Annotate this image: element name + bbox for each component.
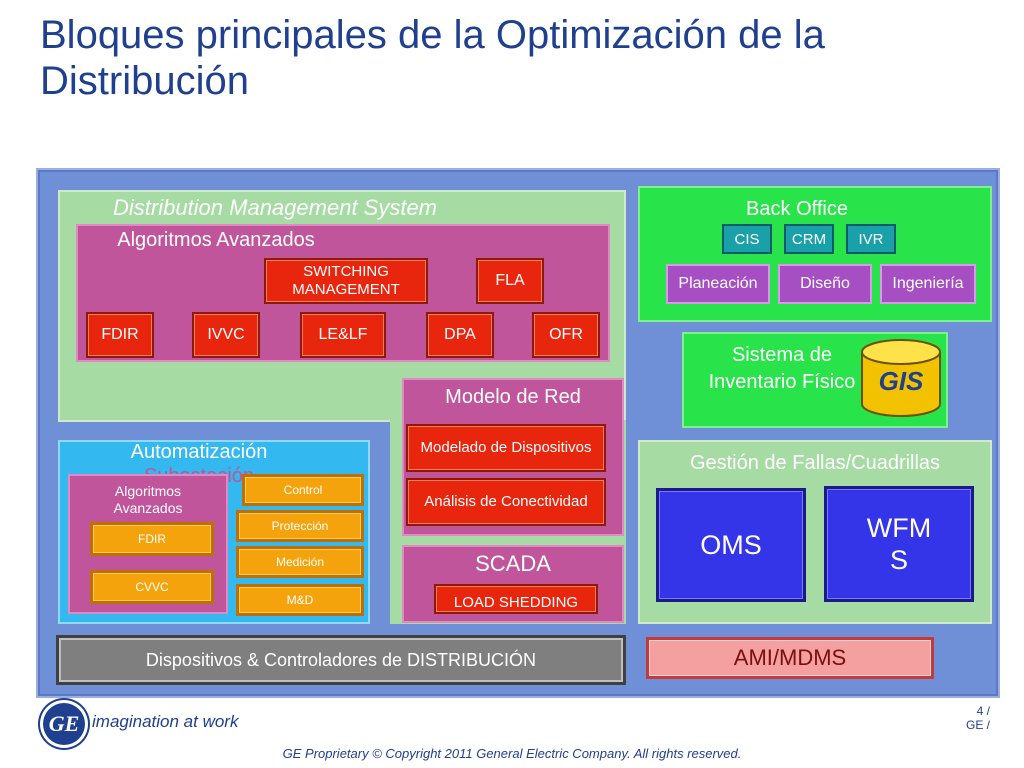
cvvc-box: CVVC (90, 570, 214, 604)
lelf-box: LE&LF (300, 312, 386, 358)
modelo-de-red-label: Modelo de Red (445, 386, 581, 408)
dms-label: Distribution Management System (112, 195, 438, 220)
dpa-box: DPA (426, 312, 494, 358)
ivvc-box: IVVC (192, 312, 260, 358)
planeacion-box: Planeación (666, 264, 770, 304)
fdir-sub-box: FDIR (90, 522, 214, 556)
page-number: 4 / GE / (930, 704, 990, 732)
algoritmos-avanzados-sub-label: Algoritmos Avanzados (113, 483, 183, 516)
analisis-conectividad-box: Análisis de Conectividad (406, 478, 606, 526)
fdir-box: FDIR (86, 312, 154, 358)
ge-logo: GE (40, 700, 88, 748)
automatizacion-label: Automatización (130, 441, 268, 463)
crm-box: CRM (784, 224, 834, 254)
oms-box: OMS (656, 488, 806, 602)
scada-label: SCADA (475, 551, 551, 576)
page-ge-label: GE / (965, 718, 990, 732)
ami-mdms-box: AMI/MDMS (646, 637, 934, 679)
gis-label: GIS (878, 366, 924, 396)
dispositivos-controladores-bar: Dispositivos & Controladores de DISTRIBU… (56, 635, 626, 685)
md-box: M&D (236, 584, 364, 616)
ivr-box: IVR (846, 224, 896, 254)
modelado-dispositivos-box: Modelado de Dispositivos (406, 424, 606, 472)
algoritmos-avanzados-label: Algoritmos Avanzados (117, 229, 315, 251)
diseno-box: Diseño (778, 264, 872, 304)
tagline: imagination at work (92, 712, 239, 731)
load-shedding-box: LOAD SHEDDING (434, 584, 598, 614)
ingenieria-box: Ingeniería (880, 264, 976, 304)
fla-box: FLA (476, 258, 544, 304)
gis-database-icon: GIS (858, 338, 944, 418)
page-title: Bloques principales de la Optimización d… (40, 13, 825, 103)
copyright-footer: GE Proprietary © Copyright 2011 General … (282, 746, 742, 761)
page-number-value: 4 / (976, 704, 990, 718)
medicion-box: Medición (236, 546, 364, 578)
proteccion-box: Protección (236, 510, 364, 542)
back-office-label: Back Office (746, 198, 848, 220)
switching-management-box: SWITCHING MANAGEMENT (264, 258, 428, 304)
control-box: Control (242, 474, 364, 506)
cis-box: CIS (722, 224, 772, 254)
inventario-label: Sistema de Inventario Físico (708, 344, 856, 393)
ofr-box: OFR (532, 312, 600, 358)
wfms-box: WFM S (824, 486, 974, 602)
gestion-fallas-label: Gestión de Fallas/Cuadrillas (689, 452, 941, 474)
